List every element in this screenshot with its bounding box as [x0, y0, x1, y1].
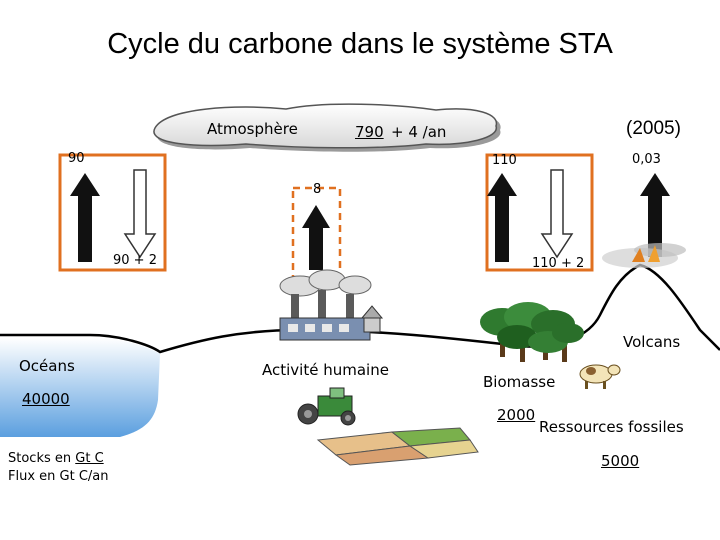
human-flux-value: 8 — [313, 182, 322, 197]
atmosphere-cloud — [153, 103, 501, 152]
human-up-arrow-icon — [302, 205, 330, 270]
ocean-flux-down-value: 90 + 2 — [113, 253, 157, 268]
legend-stocks-prefix: Stocks en — [8, 451, 76, 466]
ocean-label: Océans — [19, 357, 75, 375]
farm-fields-icon — [316, 427, 479, 466]
ocean-up-arrow-icon — [70, 173, 100, 262]
ocean-stock: 40000 — [22, 390, 70, 408]
cow-icon — [579, 364, 621, 389]
volcano-icon — [602, 243, 686, 268]
biomass-up-arrow-icon — [487, 173, 517, 262]
volcano-up-arrow-icon — [640, 173, 670, 257]
fossil-stock: 5000 — [601, 452, 640, 470]
volcano-label: Volcans — [623, 333, 681, 351]
biomass-label: Biomasse — [483, 373, 556, 391]
legend-stocks-unit: Gt C — [75, 451, 104, 466]
legend-flux: Flux en Gt C/an — [8, 469, 109, 484]
forest-icon — [480, 302, 584, 362]
biomass-flux-up-value: 110 — [492, 153, 517, 168]
biomass-down-arrow-icon — [540, 169, 574, 259]
atmosphere-rate: + 4 /an — [391, 123, 447, 141]
fossil-label: Ressources fossiles — [539, 418, 684, 436]
tractor-icon — [297, 387, 356, 426]
legend-stocks: Stocks en Gt C — [8, 451, 104, 466]
ocean-down-arrow-icon — [123, 169, 157, 259]
ocean-basin — [0, 338, 160, 437]
human-activity-label: Activité humaine — [262, 361, 389, 379]
volcano-flux-value: 0,03 — [632, 152, 661, 167]
biomass-stock: 2000 — [497, 406, 536, 424]
ocean-flux-frame — [58, 153, 167, 272]
atmosphere-stock: 790 — [355, 123, 384, 141]
ocean-flux-up-value: 90 — [68, 151, 85, 166]
atmosphere-label: Atmosphère — [207, 120, 298, 138]
biomass-flux-down-value: 110 + 2 — [532, 256, 585, 271]
biomass-flux-frame — [485, 153, 594, 272]
year-label: (2005) — [626, 118, 681, 139]
page-title: Cycle du carbone dans le système STA — [107, 28, 613, 60]
factory-icon — [279, 269, 384, 341]
